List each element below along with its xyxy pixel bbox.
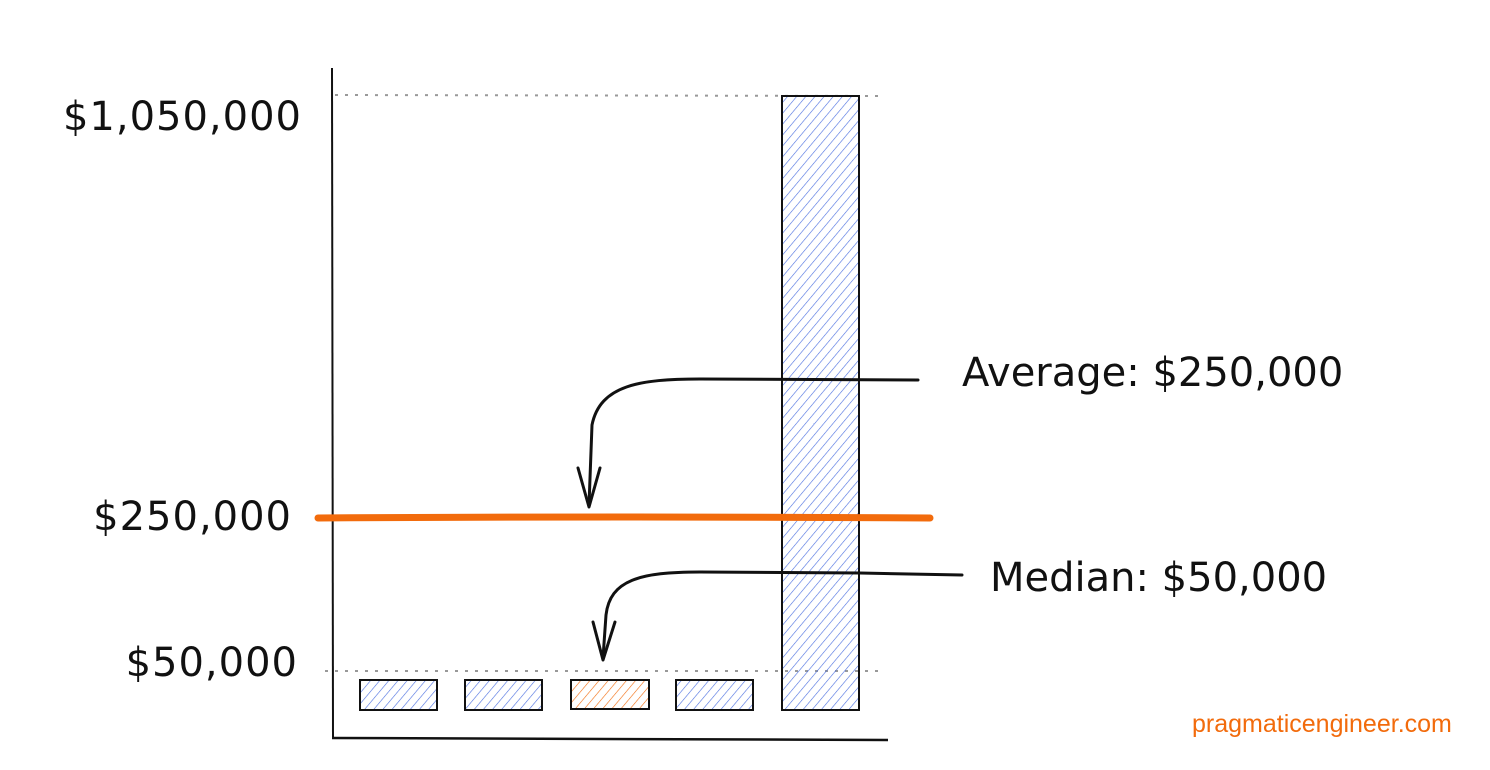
average-arrow [587,377,920,507]
median-annotation: Median: $50,000 [990,555,1328,601]
bar-1 [359,679,438,711]
average-line [314,513,934,522]
bar-4 [675,679,754,711]
bar-2 [464,679,543,711]
y-axis [331,67,334,739]
median-arrow [601,570,964,660]
bar-5-outlier [781,95,860,711]
bar-3-median [570,679,650,710]
y-tick-label-low: $50,000 [125,640,298,686]
y-tick-label-top: $1,050,000 [62,94,302,140]
x-axis [331,736,889,742]
average-annotation: Average: $250,000 [962,350,1344,396]
top-dotted-gridline [334,94,886,97]
credit-link[interactable]: pragmaticengineer.com [1192,710,1452,738]
y-tick-label-mid: $250,000 [93,494,292,540]
